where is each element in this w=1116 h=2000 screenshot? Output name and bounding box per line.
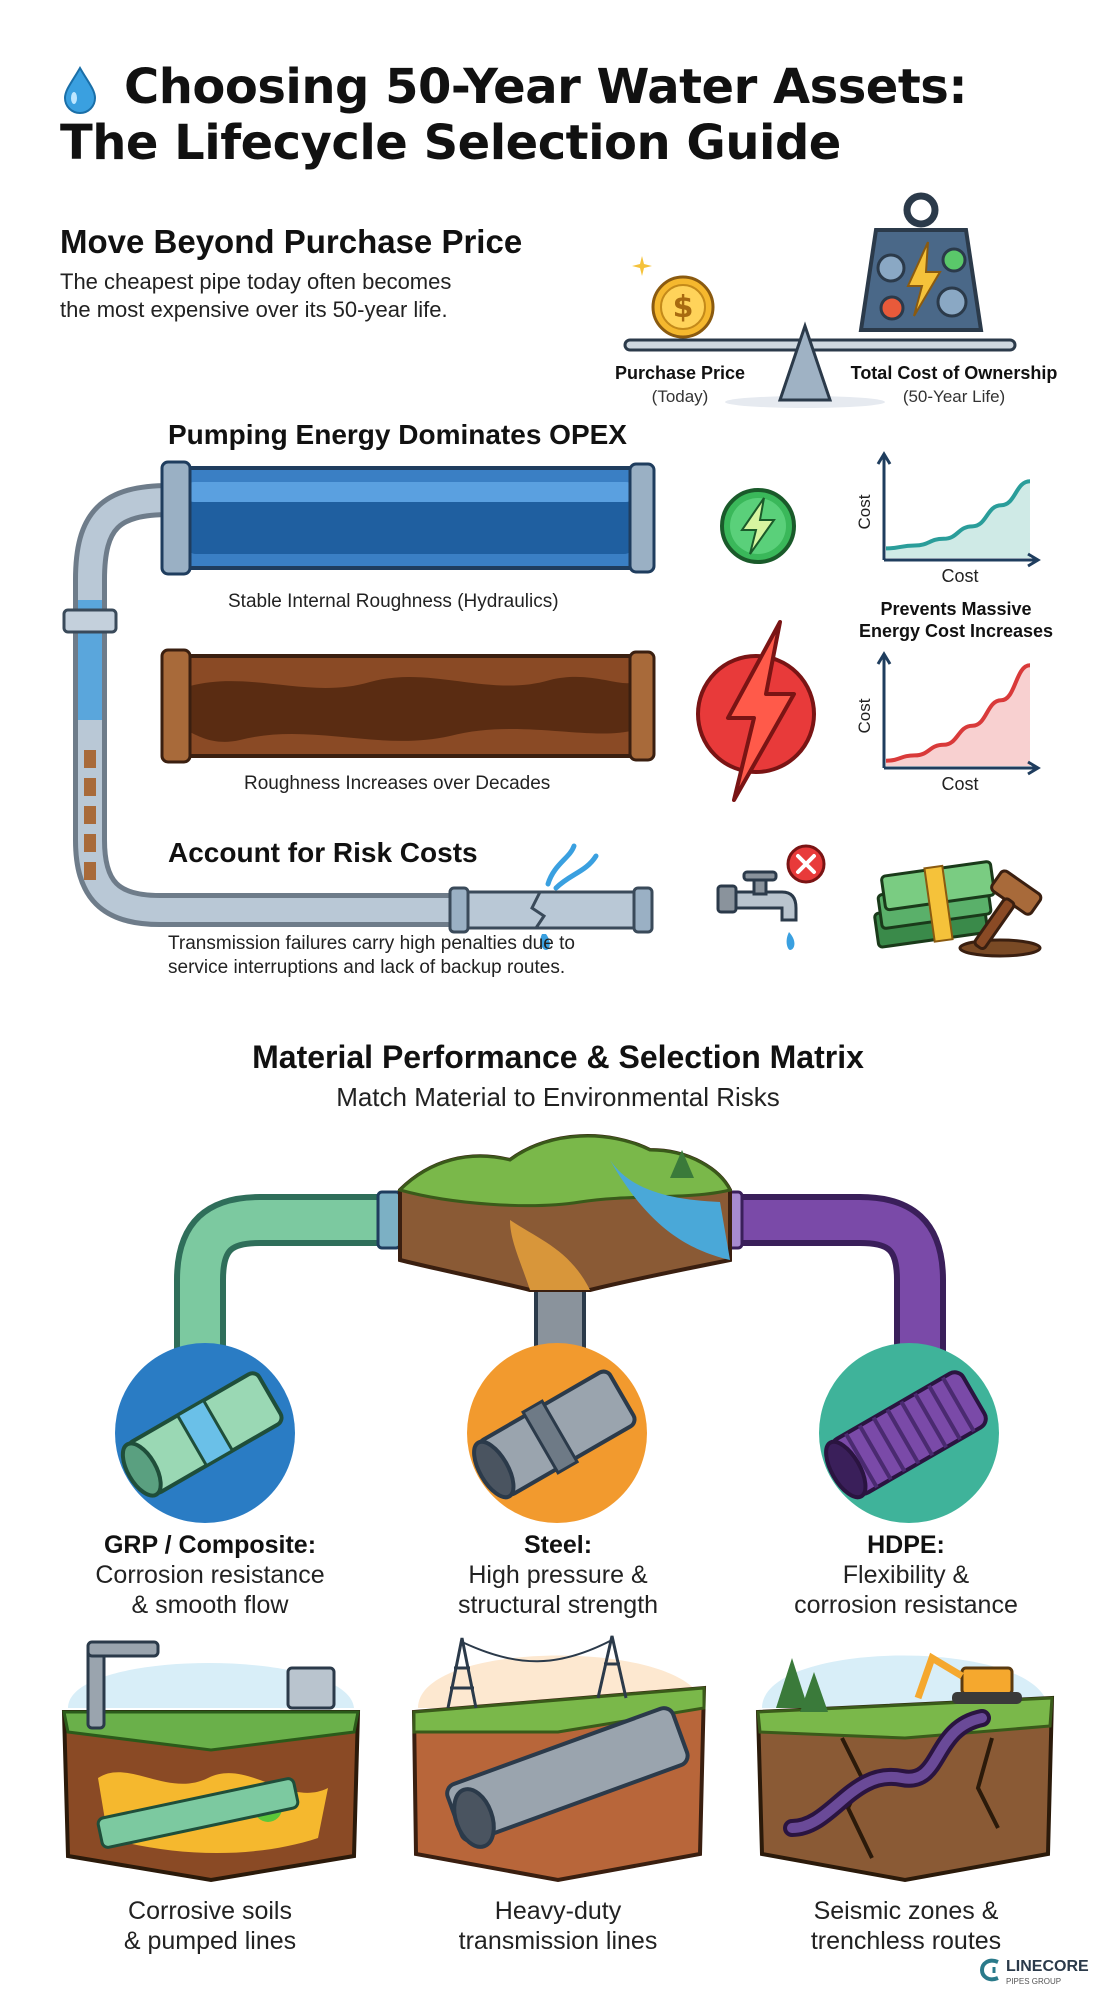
material-grp-desc2: & smooth flow bbox=[131, 1591, 289, 1619]
material-grp-desc1: Corrosion resistance bbox=[95, 1561, 325, 1589]
weight-gears-icon bbox=[858, 192, 984, 332]
tco-label: Total Cost of Ownership bbox=[850, 363, 1058, 383]
scene-grp-cap2: & pumped lines bbox=[123, 1927, 297, 1955]
chart0-area bbox=[886, 481, 1030, 558]
lightning-green-icon bbox=[720, 488, 796, 564]
purchase-heading: Move Beyond Purchase Price bbox=[60, 223, 523, 260]
transmission-line-scene bbox=[411, 1635, 707, 1883]
chart0-ylabel: Cost bbox=[855, 494, 874, 529]
seismic-zone-scene bbox=[755, 1652, 1055, 1883]
svg-text:$: $ bbox=[673, 290, 694, 325]
matrix-heading: Material Performance & Selection Matrix bbox=[252, 1039, 864, 1075]
water-drop-icon bbox=[63, 65, 97, 114]
scene-steel-cap2: transmission lines bbox=[458, 1927, 658, 1955]
scene-grp-cap1: Corrosive soils bbox=[128, 1897, 292, 1925]
chart1-ylabel: Cost bbox=[855, 698, 874, 733]
corrosive-soil-scene bbox=[61, 1640, 361, 1883]
chart1-area bbox=[886, 665, 1030, 766]
risk-heading: Account for Risk Costs bbox=[168, 837, 478, 868]
material-hdpe-desc2: corrosion resistance bbox=[794, 1591, 1018, 1619]
matrix-subheading: Match Material to Environmental Risks bbox=[336, 1082, 780, 1112]
chart0-xlabel: Cost bbox=[941, 566, 979, 586]
purchase-price-sub: (Today) bbox=[651, 387, 709, 406]
purchase-body-line2: the most expensive over its 50-year life… bbox=[60, 297, 448, 322]
brand-logo-icon bbox=[979, 1958, 999, 1982]
brand-name: LINECORE bbox=[1006, 1958, 1089, 1975]
chart-note-line1: Prevents Massive bbox=[880, 599, 1032, 619]
grp-pipe-icon bbox=[115, 1343, 295, 1523]
opex-heading: Pumping Energy Dominates OPEX bbox=[168, 419, 627, 450]
hdpe-pipe-icon bbox=[819, 1343, 999, 1523]
scene-hdpe-cap2: trenchless routes bbox=[810, 1927, 1002, 1955]
money-gavel-icon bbox=[873, 860, 1043, 958]
faucet-x-icon bbox=[716, 844, 826, 950]
risk-body-line1: Transmission failures carry high penalti… bbox=[168, 933, 575, 954]
chart-note-line2: Energy Cost Increases bbox=[858, 621, 1054, 641]
chart-stable-cost: Cost bbox=[855, 451, 1041, 568]
risk-body-line2: service interruptions and lack of backup… bbox=[168, 957, 566, 978]
page-title-line2: The Lifecycle Selection Guide bbox=[60, 115, 841, 171]
scene-hdpe-cap1: Seismic zones & bbox=[813, 1897, 999, 1925]
brand-tagline: PIPES GROUP bbox=[1006, 1977, 1062, 1986]
material-steel-name: Steel: bbox=[523, 1531, 593, 1559]
material-hdpe-name: HDPE: bbox=[867, 1531, 945, 1559]
tco-sub: (50-Year Life) bbox=[902, 387, 1006, 406]
lightning-red-icon bbox=[696, 620, 816, 802]
purchase-price-label: Purchase Price bbox=[614, 363, 746, 383]
steel-pipe-icon bbox=[467, 1343, 647, 1523]
dollar-coin-icon: $ bbox=[651, 275, 715, 339]
purchase-body-line1: The cheapest pipe today often becomes bbox=[60, 269, 452, 294]
chart1-xlabel: Cost bbox=[941, 774, 979, 794]
page-title-line1: Choosing 50-Year Water Assets: bbox=[124, 59, 968, 115]
scene-steel-cap1: Heavy-duty bbox=[494, 1897, 622, 1925]
sparkle-icon bbox=[632, 256, 652, 276]
pipe-system-illustration bbox=[62, 460, 656, 950]
material-grp-name: GRP / Composite: bbox=[103, 1531, 317, 1559]
pipe1-caption: Stable Internal Roughness (Hydraulics) bbox=[228, 591, 559, 612]
chart-rising-cost: Cost bbox=[855, 651, 1041, 776]
pipe2-caption: Roughness Increases over Decades bbox=[244, 773, 551, 794]
material-steel-desc1: High pressure & bbox=[468, 1561, 648, 1589]
material-steel-desc2: structural strength bbox=[457, 1591, 659, 1619]
balance-scale-illustration bbox=[623, 321, 1017, 408]
material-hdpe-desc1: Flexibility & bbox=[842, 1561, 970, 1589]
terrain-pipe-network bbox=[174, 1134, 946, 1412]
chart1-line bbox=[885, 663, 1031, 763]
chart0-line bbox=[885, 479, 1031, 551]
